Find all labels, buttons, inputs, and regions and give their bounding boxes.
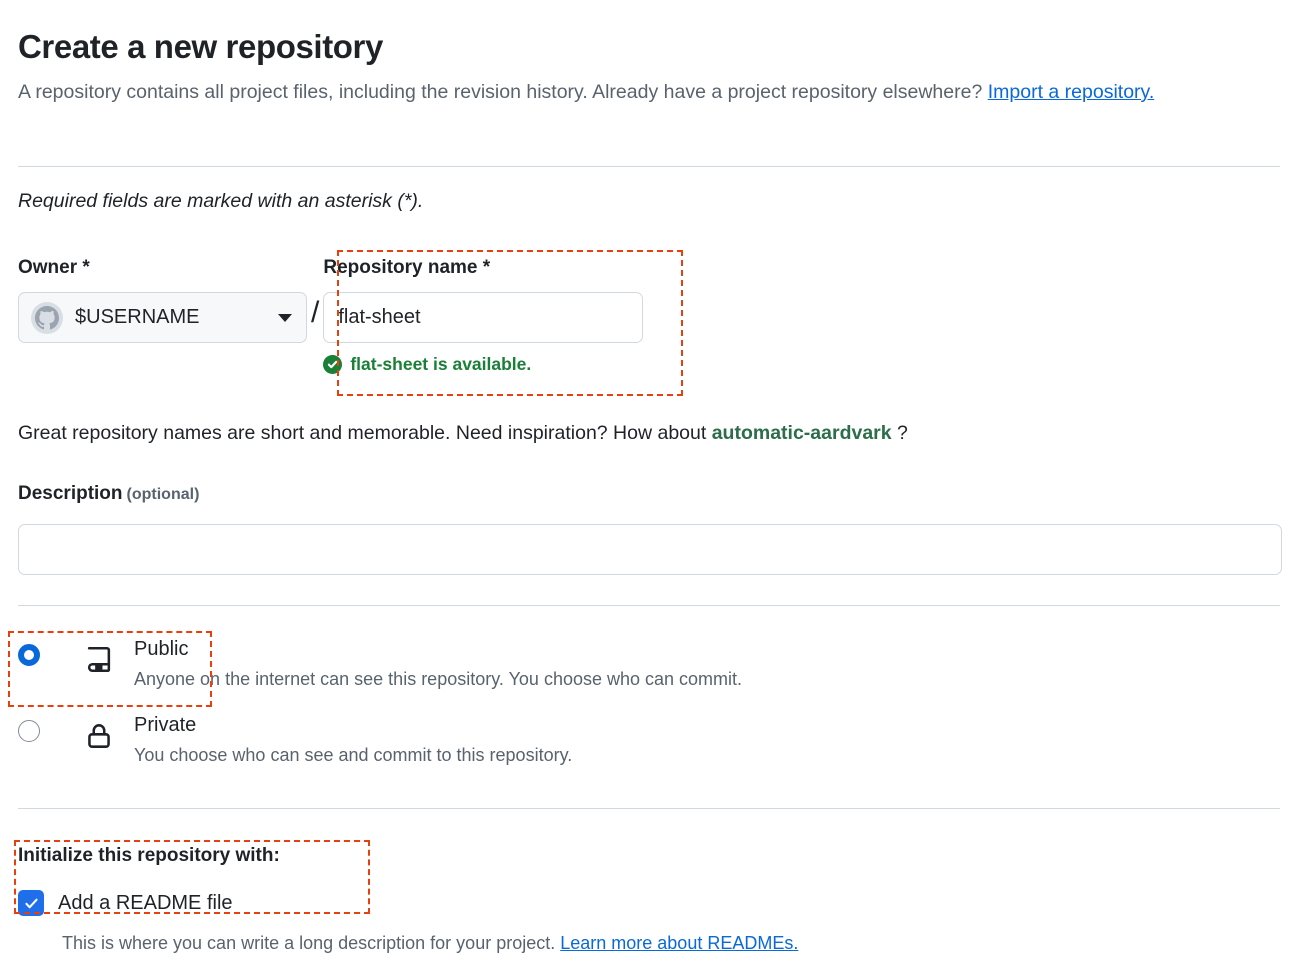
owner-repo-separator: / xyxy=(311,296,320,329)
visibility-public-title: Public xyxy=(134,638,189,660)
owner-dropdown[interactable]: $USERNAME xyxy=(18,292,307,343)
visibility-public-description: Anyone on the internet can see this repo… xyxy=(134,669,743,689)
repository-availability: flat-sheet is available. xyxy=(323,354,643,375)
suggestion-text-before: Great repository names are short and mem… xyxy=(18,422,712,444)
learn-more-readmes-link[interactable]: Learn more about READMEs. xyxy=(560,933,799,953)
owner-name: $USERNAME xyxy=(75,306,200,328)
readme-checkbox[interactable] xyxy=(18,890,44,916)
page-title: Create a new repository xyxy=(18,28,383,65)
visibility-private-title: Private xyxy=(134,714,197,736)
divider-top xyxy=(18,166,1280,167)
required-fields-note: Required fields are marked with an aster… xyxy=(18,190,424,212)
repository-name-input[interactable] xyxy=(323,292,644,343)
repository-name-field: Repository name * flat-sheet is availabl… xyxy=(323,255,644,375)
readme-row[interactable]: Add a README file xyxy=(18,890,798,916)
visibility-public-text: Public Anyone on the internet can see th… xyxy=(134,635,742,693)
description-label: Description(optional) xyxy=(18,483,199,505)
divider-visibility xyxy=(18,605,1280,606)
radio-public[interactable] xyxy=(18,644,40,666)
github-octocat-icon xyxy=(31,301,63,334)
description-optional-text: (optional) xyxy=(126,486,200,503)
visibility-private-text: Private You choose who can see and commi… xyxy=(134,711,572,769)
radio-private[interactable] xyxy=(18,720,40,742)
visibility-option-private[interactable]: Private You choose who can see and commi… xyxy=(18,711,1258,769)
repository-name-suggestion: Great repository names are short and mem… xyxy=(18,420,908,446)
suggestion-text-after: ? xyxy=(891,422,908,444)
check-circle-fill-icon xyxy=(323,355,343,374)
suggested-repository-name[interactable]: automatic-aardvark xyxy=(711,422,892,444)
owner-field: Owner * $USERNAME xyxy=(18,255,307,343)
divider-initialize xyxy=(18,808,1280,809)
page-description-text: A repository contains all project files,… xyxy=(18,81,988,103)
page-description: A repository contains all project files,… xyxy=(18,68,1248,111)
repository-availability-text: flat-sheet is available. xyxy=(350,354,532,374)
repository-name-label: Repository name * xyxy=(323,257,491,278)
chevron-down-icon xyxy=(278,313,292,322)
import-repository-link[interactable]: Import a repository. xyxy=(987,81,1155,103)
readme-label: Add a README file xyxy=(58,891,233,914)
lock-icon xyxy=(84,721,118,751)
initialize-title: Initialize this repository with: xyxy=(18,845,280,866)
description-input[interactable] xyxy=(18,524,1282,575)
visibility-private-description: You choose who can see and commit to thi… xyxy=(134,745,573,765)
owner-repository-row: Owner * $USERNAME / Repository name * xyxy=(18,255,644,375)
repo-book-icon xyxy=(84,645,118,675)
owner-label: Owner * xyxy=(18,257,90,278)
readme-help-text: This is where you can write a long descr… xyxy=(62,930,798,956)
readme-help-before: This is where you can write a long descr… xyxy=(62,933,561,953)
visibility-option-public[interactable]: Public Anyone on the internet can see th… xyxy=(18,635,1258,693)
description-label-text: Description xyxy=(18,483,123,504)
visibility-options: Public Anyone on the internet can see th… xyxy=(18,635,1258,787)
initialize-section: Initialize this repository with: Add a R… xyxy=(18,843,798,956)
